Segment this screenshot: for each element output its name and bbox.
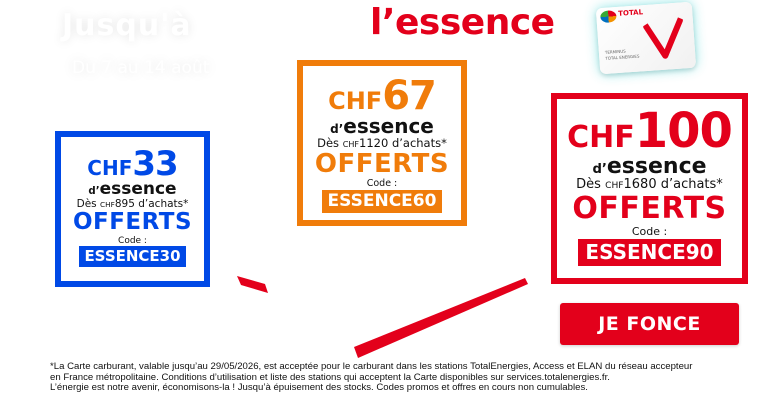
offer-offered: OFFERTS [314,148,450,179]
fuel-card-image: TOTAL TERMINUS TOTAL ENERGIES [595,1,697,75]
code-label: Code : [631,225,668,239]
promo-code: ESSENCE30 [79,246,186,268]
red-slash-short [237,276,268,293]
essence-prefix: d’ [592,162,607,177]
red-slash-long [354,278,528,358]
offer-card-100[interactable]: CHF100 d’essence Dès CHF1680 d’achats* O… [551,93,748,284]
headline: l’essence [370,2,555,43]
offer-essence: essence [606,154,707,179]
threshold-currency: CHF [605,181,624,192]
offer-card-67[interactable]: CHF67 d’essence Dès CHF1120 d’achats* OF… [297,60,467,226]
code-label: Code : [118,235,147,246]
offer-amount: 33 [132,144,178,184]
threshold-prefix: Dès [76,197,100,210]
je-fonce-button[interactable]: JE FONCE [560,303,739,345]
offer-offered: OFFERTS [572,191,727,227]
threshold-prefix: Dès [317,136,343,150]
offer-threshold: 1120 d’achats* [359,136,447,150]
offer-currency: CHF [87,156,133,180]
card-v-icon [642,17,684,59]
code-label: Code : [366,178,398,190]
promo-code: ESSENCE90 [578,238,721,266]
faded-title: Jusqu'à [62,8,192,43]
legal-notice: *La Carte carburant, valable jusqu’au 29… [50,361,765,394]
threshold-currency: CHF [342,140,360,149]
promo-dates: Du 7 au 14 août [72,58,210,78]
offer-card-33[interactable]: CHF33 d’essence Dès CHF895 d’achats* OFF… [55,131,210,287]
legal-line-1: *La Carte carburant, valable jusqu’au 29… [50,361,693,372]
threshold-prefix: Dès [576,177,606,193]
essence-prefix: d’ [330,122,344,136]
offer-currency: CHF [328,87,383,115]
offer-amount: 67 [382,73,437,119]
legal-line-2: en France métropolitaine. Conditions d’u… [50,371,610,383]
offer-threshold: 895 d’achats* [114,197,189,210]
offer-threshold: 1680 d’achats* [623,177,723,193]
legal-line-3: L’énergie est notre avenir, économisons-… [50,382,588,393]
threshold-currency: CHF [99,199,115,209]
offer-essence: essence [99,179,177,199]
offer-offered: OFFERTS [72,209,193,236]
offer-essence: essence [343,114,434,138]
offer-amount: 100 [634,103,733,159]
promo-code: ESSENCE60 [321,189,443,214]
offer-currency: CHF [567,120,635,155]
essence-prefix: d’ [88,186,100,197]
